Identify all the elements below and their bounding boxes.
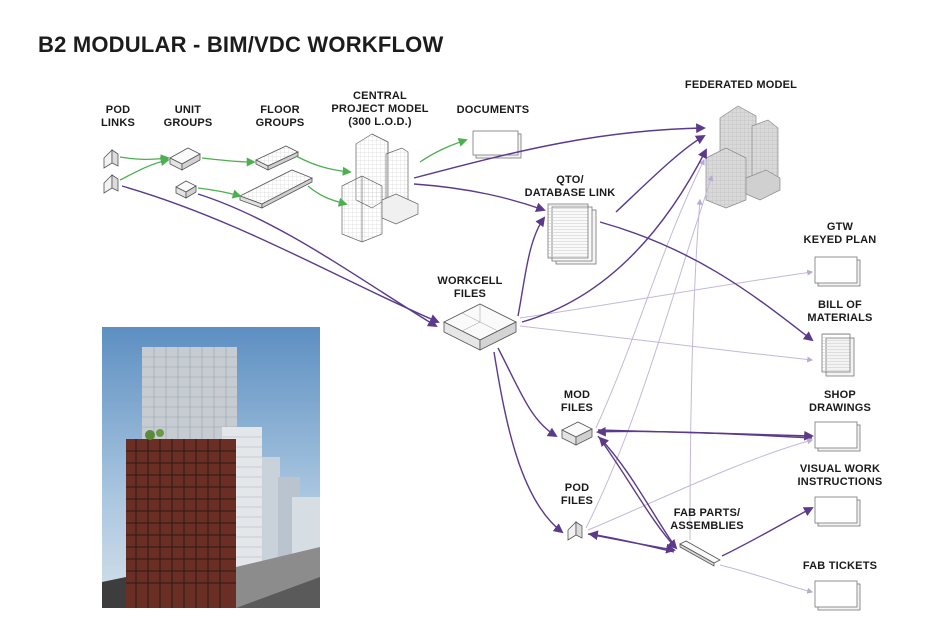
flow-fab-mod (598, 436, 673, 543)
label-federated-model: FEDERATED MODEL (684, 79, 798, 91)
flow-workcell-gtw (519, 269, 814, 319)
flow-unit-workcell (197, 193, 438, 328)
flow-fab-pod (588, 530, 675, 553)
flow-floor-central-2 (307, 185, 348, 207)
pod-files-icon (567, 521, 583, 541)
flow-unit-floor (201, 157, 256, 167)
flow-qto-federated (615, 135, 706, 213)
qto-icon (547, 203, 597, 265)
building-rendering-image (102, 327, 320, 608)
flow-pod-unit-2 (119, 157, 170, 181)
flow-workcell-federated (521, 148, 707, 323)
flow-central-federated (413, 123, 706, 179)
flow-workcell-qto (517, 216, 546, 317)
flow-pod-shop (587, 438, 814, 531)
flow-unit-floor-2 (197, 187, 242, 199)
fab-parts-icon (679, 540, 721, 567)
bom-doc-icon (821, 333, 855, 377)
flow-fab-federated (689, 198, 703, 541)
page-title: B2 MODULAR - BIM/VDC WORKFLOW (38, 32, 444, 57)
flow-shop-mod (596, 426, 813, 439)
flow-workcell-mod (497, 347, 558, 438)
flow-mod-federated (595, 158, 705, 429)
label-qto: QTO/DATABASE LINK (524, 174, 616, 199)
workcell-icon (443, 303, 517, 351)
flow-pod-unit (119, 154, 170, 164)
flow-workcell-pod (493, 351, 564, 534)
federated-model-icon (705, 105, 781, 209)
gtw-doc-icon (814, 256, 861, 287)
flow-mod-fab (597, 435, 678, 550)
flow-pod-workcell (121, 185, 440, 324)
documents-icon (472, 130, 522, 159)
unit-groups-icon (169, 147, 201, 199)
flow-central-qto (413, 183, 546, 213)
flow-floor-central (295, 155, 352, 176)
fab-tickets-doc-icon (814, 580, 861, 611)
floor-groups-icon (238, 145, 313, 209)
label-documents: DOCUMENTS (456, 104, 530, 116)
central-model-icon (341, 133, 419, 243)
pod-links-icon (103, 149, 119, 194)
flow-central-docs (419, 137, 468, 163)
visual-doc-icon (814, 496, 861, 527)
label-fab-parts: FAB PARTS/ASSEMBLIES (670, 507, 744, 532)
shop-doc-icon (814, 421, 861, 452)
flow-fab-visual (721, 507, 814, 557)
flow-fab-tickets (719, 564, 814, 594)
label-fab-tickets: FAB TICKETS (802, 560, 878, 572)
flow-workcell-shop (519, 325, 814, 363)
flow-qto-bom (599, 221, 814, 342)
flow-pod-federated (585, 174, 714, 529)
mod-files-icon (561, 421, 593, 446)
